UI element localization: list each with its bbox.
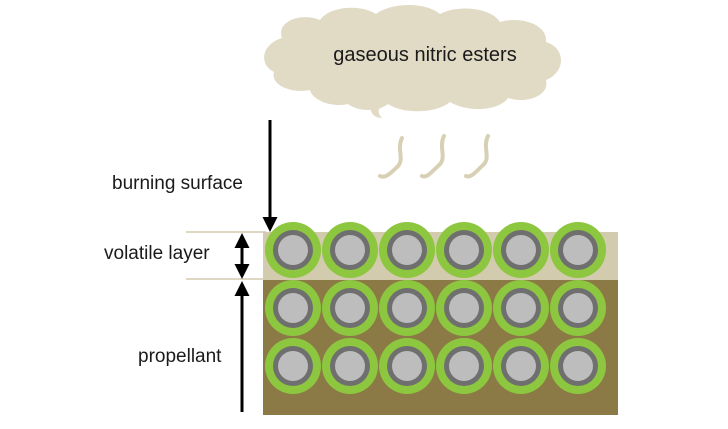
granule-core [506, 235, 536, 265]
cloud-tail [370, 100, 388, 118]
granule [550, 280, 606, 336]
granule-core [335, 235, 365, 265]
granule [436, 222, 492, 278]
granule [493, 280, 549, 336]
cloud-label: gaseous nitric esters [333, 44, 517, 66]
granule [322, 222, 378, 278]
cloud-shape [264, 5, 561, 112]
granule-core [278, 235, 308, 265]
granule-core [449, 293, 479, 323]
granule [493, 222, 549, 278]
granule-core [278, 351, 308, 381]
granule [436, 338, 492, 394]
fume-3 [464, 134, 490, 179]
granule [322, 338, 378, 394]
fume-2 [420, 134, 446, 179]
granule-core [392, 351, 422, 381]
granule-core [563, 351, 593, 381]
granule-core [392, 235, 422, 265]
granule-core [449, 235, 479, 265]
granule [265, 222, 321, 278]
granule-core [335, 351, 365, 381]
granule [379, 280, 435, 336]
granule [265, 280, 321, 336]
granule [550, 222, 606, 278]
granule [493, 338, 549, 394]
granule-core [392, 293, 422, 323]
granule-core [335, 293, 365, 323]
granule [265, 338, 321, 394]
burning-surface-label: burning surface [112, 173, 243, 194]
granule-core [563, 235, 593, 265]
granule [379, 338, 435, 394]
granule-core [449, 351, 479, 381]
granule-core [278, 293, 308, 323]
granule-core [506, 293, 536, 323]
rising-fumes [378, 134, 490, 179]
arrows [234, 120, 278, 412]
granule [379, 222, 435, 278]
granule-core [563, 293, 593, 323]
granule [322, 280, 378, 336]
granule-core [506, 351, 536, 381]
volatile-layer-label: volatile layer [104, 243, 210, 264]
granule [436, 280, 492, 336]
gas-cloud [264, 5, 561, 118]
fume-1 [378, 136, 404, 179]
propellant-label: propellant [138, 346, 222, 367]
granule [550, 338, 606, 394]
granule-grid [265, 222, 606, 394]
